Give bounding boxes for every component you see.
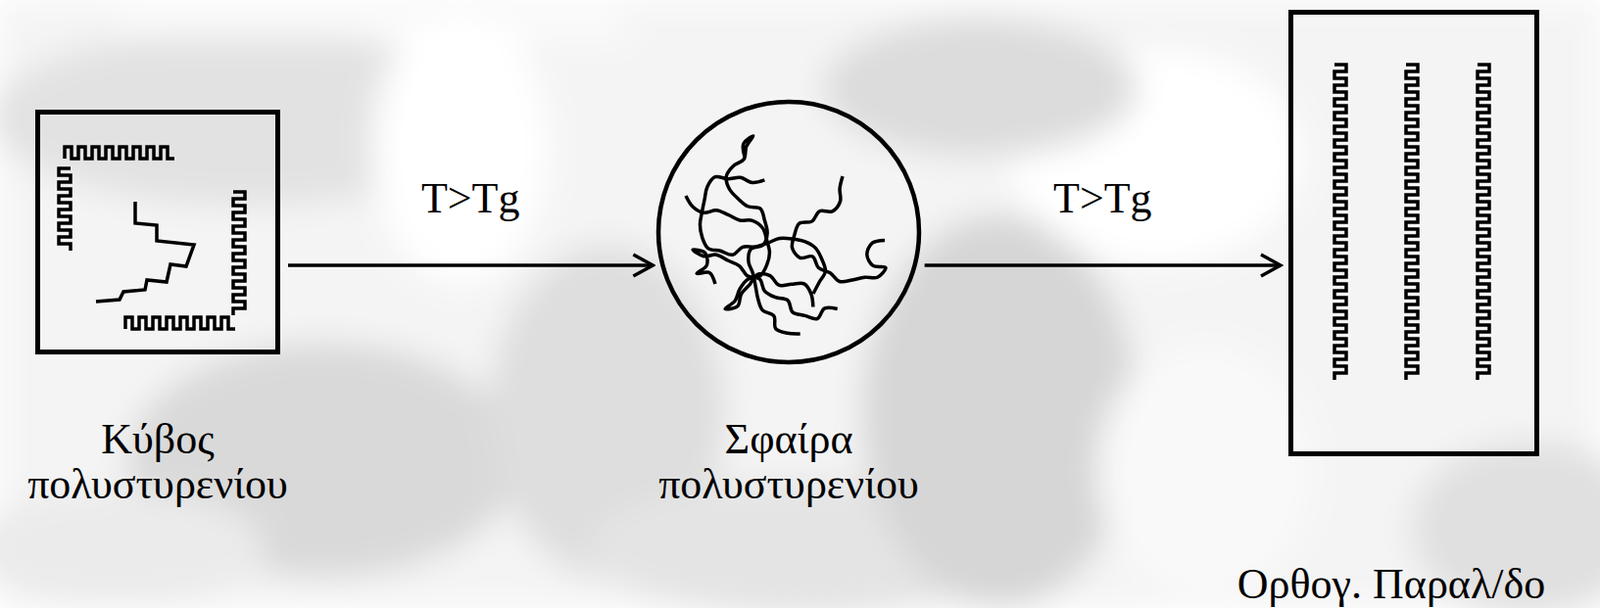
polymer-chain <box>125 317 236 330</box>
heating-arrow <box>288 263 653 268</box>
swirl <box>0 489 265 608</box>
edge-label: T>Tg <box>1053 174 1153 224</box>
polymer-chain <box>64 146 175 159</box>
polymer-chain <box>1406 64 1418 381</box>
shape-caption: Κύβος πολυστυρενίου <box>10 417 305 508</box>
polymer-chain <box>96 201 194 302</box>
sphere-node: Σφαίρα πολυστυρενίου <box>656 99 922 365</box>
polymer-chain <box>692 249 838 320</box>
polymer-chain <box>233 192 245 316</box>
edge-label: T>Tg <box>421 174 521 224</box>
swirl <box>1097 342 1313 598</box>
polymer-chain <box>1334 64 1347 381</box>
sphere-border <box>658 101 920 363</box>
shape-caption: Σφαίρα πολυστυρενίου <box>641 417 936 508</box>
swirl <box>372 9 549 285</box>
prism-node: Ορθογ. Παραλ/δο <box>1288 9 1540 457</box>
polymer-chain <box>1477 64 1490 381</box>
heating-arrow <box>924 263 1281 268</box>
sphere-outline <box>656 99 922 365</box>
cube-node: Κύβος πολυστυρενίου <box>35 109 281 355</box>
swirl <box>117 17 628 36</box>
polymer-chain <box>791 176 886 283</box>
shape-caption: Ορθογ. Παραλ/δο <box>1224 562 1558 608</box>
cube-outline <box>35 109 281 355</box>
prism-outline <box>1288 9 1540 457</box>
polymer-chain <box>58 168 71 251</box>
swirl <box>823 19 1137 157</box>
swirl <box>862 215 1137 608</box>
polymer-chain <box>699 176 825 294</box>
